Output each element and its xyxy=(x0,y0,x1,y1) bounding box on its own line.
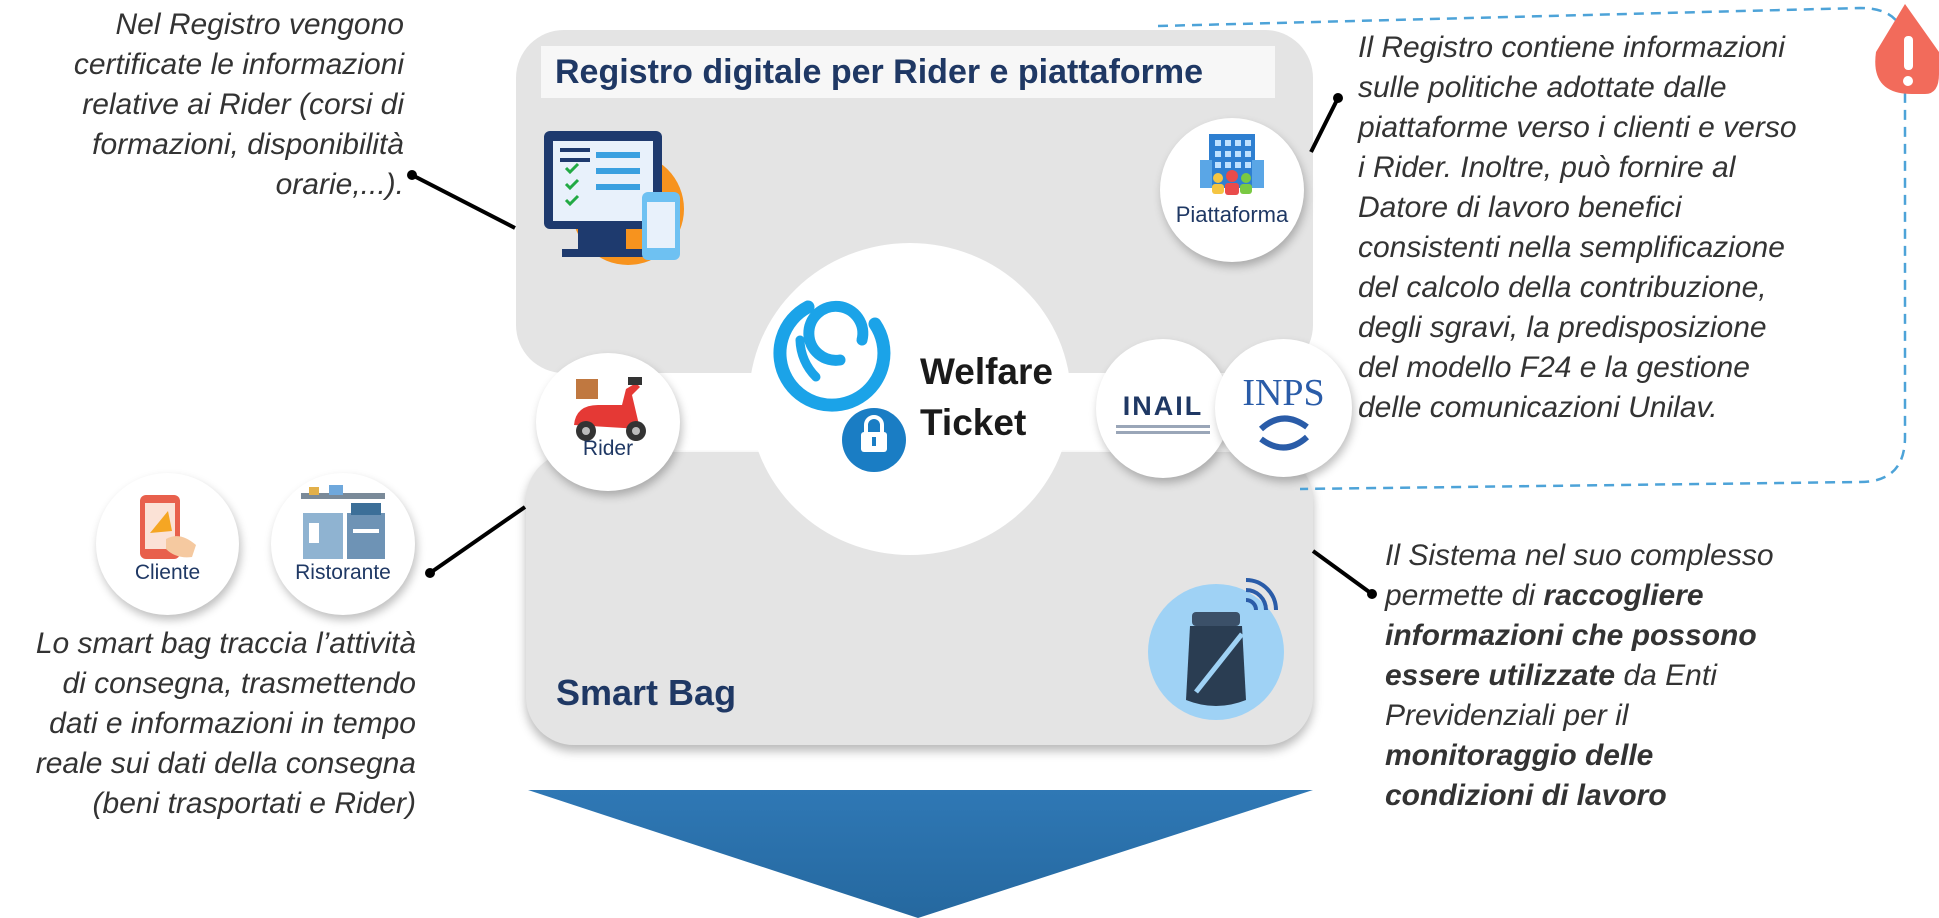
connector-dot xyxy=(425,568,435,578)
note-line: condizioni di lavoro xyxy=(1385,776,1835,816)
note-line: i Rider. Inoltre, può fornire al xyxy=(1358,151,1736,184)
note-line: degli sgravi, la predisposizione xyxy=(1358,311,1767,344)
note-emphasis: informazioni che possono xyxy=(1385,619,1757,652)
kitchen-icon xyxy=(301,485,385,559)
piattaforma-node: Piattaforma xyxy=(1160,118,1304,262)
connector-dot xyxy=(1333,93,1343,103)
note-text: da Enti xyxy=(1615,659,1717,692)
note-line: reale sui dati della consegna xyxy=(35,747,416,780)
note-line: certificate le informazioni xyxy=(73,48,404,81)
note-emphasis: condizioni di lavoro xyxy=(1385,779,1667,812)
rider-node: Rider xyxy=(536,353,680,491)
note-line: essere utilizzate da Enti xyxy=(1385,656,1835,696)
note-line: Previdenziali per il xyxy=(1385,699,1629,732)
connector-piattaforma xyxy=(1309,97,1340,153)
note-line: del modello F24 e la gestione xyxy=(1358,351,1750,384)
note-line: Il Sistema nel suo complesso xyxy=(1385,539,1774,572)
note-smartbag-left: Lo smart bag traccia l’attività di conse… xyxy=(0,624,416,824)
connector-smartbag-left xyxy=(428,505,527,575)
note-line: dati e informazioni in tempo xyxy=(49,707,416,740)
inps-swirl-icon xyxy=(1258,415,1310,451)
note-line: Nel Registro vengono xyxy=(115,8,404,41)
note-registry-left: Nel Registro vengono certificate le info… xyxy=(10,5,404,205)
flow-arrow xyxy=(528,790,1313,918)
connector-registry xyxy=(411,173,516,230)
note-line: del calcolo della contribuzione, xyxy=(1358,271,1767,304)
connector-system xyxy=(1311,549,1374,596)
note-line: consistenti nella semplificazione xyxy=(1358,231,1785,264)
connector-dot xyxy=(407,170,417,180)
welfare-line1: Welfare xyxy=(920,351,1053,392)
note-line: informazioni che possono xyxy=(1385,616,1835,656)
phone-order-icon xyxy=(140,495,196,559)
inail-logo: INAIL xyxy=(1122,391,1204,421)
note-line: (beni trasportati e Rider) xyxy=(92,787,416,820)
note-emphasis: essere utilizzate xyxy=(1385,659,1616,692)
note-line: sulle politiche adottate dalle xyxy=(1358,71,1727,104)
inps-logo: INPS xyxy=(1242,372,1325,414)
cliente-node: Cliente xyxy=(96,473,239,615)
note-line: Lo smart bag traccia l’attività xyxy=(35,627,416,660)
note-line: di consegna, trasmettendo xyxy=(62,667,416,700)
note-emphasis: raccogliere xyxy=(1543,579,1704,612)
inail-subtitle-line xyxy=(1116,425,1210,428)
building-icon xyxy=(1200,134,1264,195)
note-line: relative ai Rider (corsi di xyxy=(82,88,404,121)
connector-dot xyxy=(1367,589,1377,599)
ristorante-label: Ristorante xyxy=(295,561,391,584)
inps-node: INPS xyxy=(1215,339,1352,477)
smartbag-title: Smart Bag xyxy=(556,672,737,713)
note-line: formazioni, disponibilità xyxy=(92,128,404,161)
welfare-line2: Ticket xyxy=(920,402,1027,443)
ristorante-node: Ristorante xyxy=(271,473,415,615)
note-line: permette di raccogliere xyxy=(1385,576,1835,616)
rider-label: Rider xyxy=(582,437,634,460)
note-line: Datore di lavoro benefici xyxy=(1358,191,1682,224)
note-line: Il Registro contiene informazioni xyxy=(1358,31,1785,64)
inail-subtitle-line xyxy=(1116,431,1210,434)
note-line: piattaforme verso i clienti e verso xyxy=(1358,111,1797,144)
cliente-label: Cliente xyxy=(134,561,201,584)
welfare-ticket-label: Welfare Ticket xyxy=(920,346,1053,448)
note-line: orarie,...). xyxy=(275,168,404,201)
note-system-right: Il Sistema nel suo complesso permette di… xyxy=(1385,536,1835,816)
scooter-icon xyxy=(574,377,646,441)
inail-node: INAIL xyxy=(1096,339,1230,478)
note-line: monitoraggio delle xyxy=(1385,736,1835,776)
registry-title: Registro digitale per Rider e piattaform… xyxy=(541,46,1275,98)
piattaforma-label: Piattaforma xyxy=(1175,202,1289,227)
note-line: delle comunicazioni Unilav. xyxy=(1358,391,1718,424)
warning-icon xyxy=(1875,4,1939,94)
note-registry-right: Il Registro contiene informazioni sulle … xyxy=(1358,28,1838,428)
note-emphasis: monitoraggio delle xyxy=(1385,739,1654,772)
note-text: permette di xyxy=(1385,579,1544,612)
